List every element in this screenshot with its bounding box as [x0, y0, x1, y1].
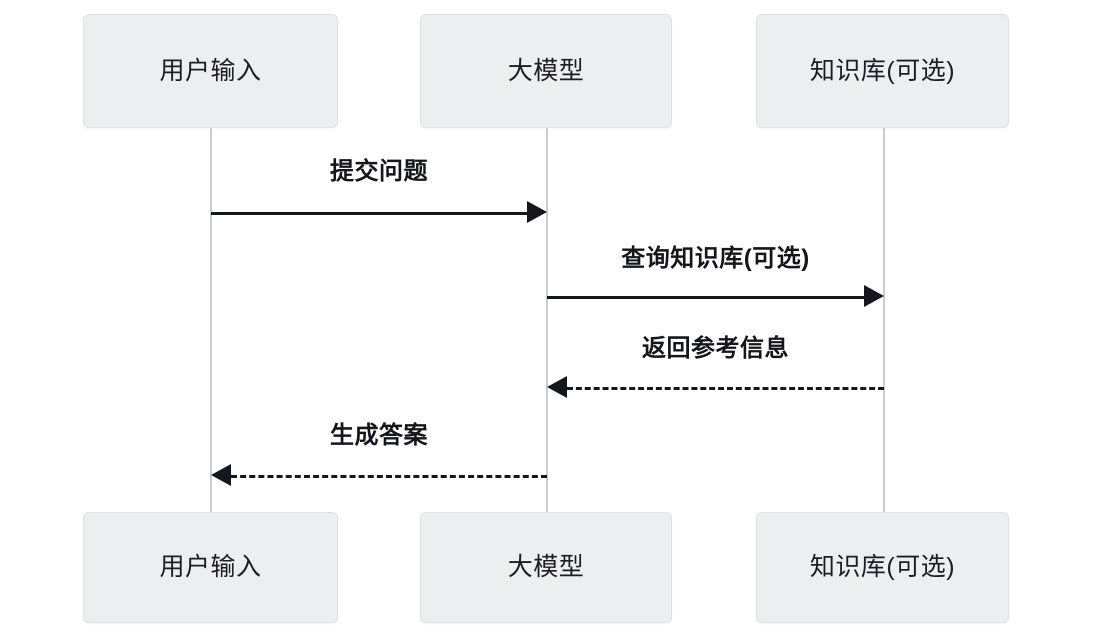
- message-arrowhead-submit-question: [527, 201, 547, 223]
- message-label-return-reference-info: 返回参考信息: [642, 335, 789, 362]
- message-line-return-reference-info: [567, 387, 884, 390]
- message-line-query-knowledge-base: [547, 296, 864, 299]
- lifeline-model: [546, 127, 548, 513]
- participant-label-model-bottom: 大模型: [507, 553, 585, 581]
- message-label-submit-question: 提交问题: [330, 158, 428, 185]
- participant-box-user-top[interactable]: 用户输入: [83, 14, 338, 128]
- message-label-generate-answer: 生成答案: [330, 422, 428, 449]
- participant-box-model-bottom[interactable]: 大模型: [420, 512, 672, 623]
- participant-label-model-top: 大模型: [507, 56, 585, 85]
- participant-box-knowledge-base-top[interactable]: 知识库(可选): [756, 14, 1009, 128]
- lifeline-knowledge-base: [883, 127, 885, 513]
- message-line-generate-answer: [231, 475, 547, 478]
- message-arrowhead-return-reference-info: [547, 376, 567, 398]
- participant-label-user-top: 用户输入: [159, 56, 262, 85]
- lifeline-user: [210, 127, 212, 513]
- message-arrowhead-generate-answer: [211, 464, 231, 486]
- participant-label-knowledge-base-bottom: 知识库(可选): [809, 553, 956, 581]
- participant-box-model-top[interactable]: 大模型: [420, 14, 672, 128]
- message-arrowhead-query-knowledge-base: [864, 285, 884, 307]
- message-label-query-knowledge-base: 查询知识库(可选): [621, 245, 810, 272]
- message-line-submit-question: [211, 212, 528, 215]
- participant-box-user-bottom[interactable]: 用户输入: [83, 512, 338, 623]
- participant-label-knowledge-base-top: 知识库(可选): [809, 56, 956, 85]
- participant-box-knowledge-base-bottom[interactable]: 知识库(可选): [756, 512, 1009, 623]
- participant-label-user-bottom: 用户输入: [159, 553, 262, 581]
